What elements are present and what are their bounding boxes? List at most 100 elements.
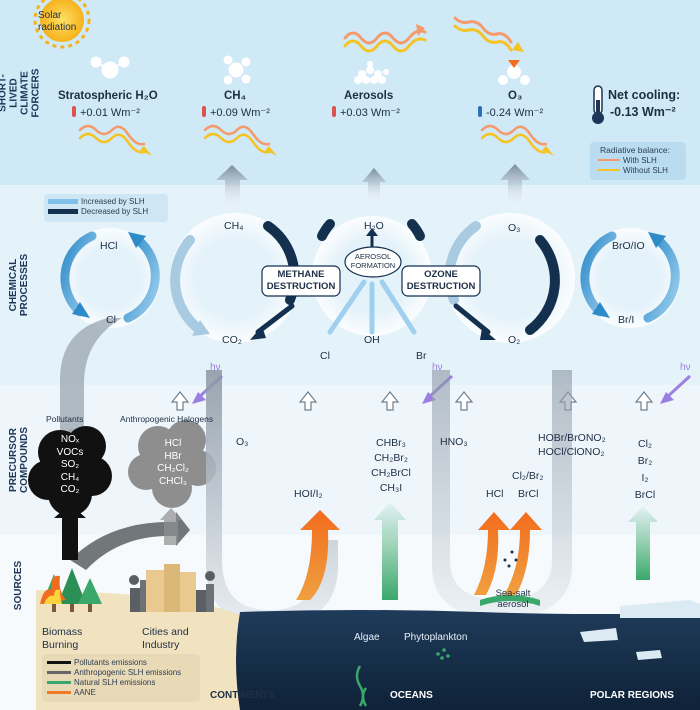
precursor-hcl: HCl (486, 488, 504, 500)
o3-u-band (206, 370, 338, 625)
biomass-burning-icon (40, 568, 102, 612)
phytoplankton-icon (436, 648, 450, 660)
chem-bro-io: BrO/IO (612, 240, 645, 252)
seaweed-icon (355, 665, 368, 707)
methane-destruction-badge (261, 265, 341, 297)
arrow-green-icon (47, 680, 71, 684)
forcer-aerosols-title: Aerosols (344, 90, 394, 102)
sun-icon (33, 0, 91, 49)
arrow-black-icon (47, 660, 71, 664)
chemistry-legend: Increased by SLH Decreased by SLH (44, 194, 168, 222)
ocean-halocarbons-list: CHBr₃ CH₂Br₂ CH₂BrCl CH₃I (371, 437, 411, 494)
chem-o2: O₂ (508, 334, 521, 346)
radiative-balance-legend: Radiative balance: With SLH Without SLH (590, 142, 686, 180)
hollow-up-arrows (170, 391, 654, 411)
pollutants-cloud (28, 426, 112, 516)
forcer-o3-title: O₃ (508, 90, 523, 102)
precursor-brcl: BrCl (518, 488, 539, 500)
bro-br-cycle-arrows (580, 231, 680, 323)
arrow-dark-blue-icon (48, 208, 78, 214)
legend-row-anthro: Anthropogenic SLH emissions (47, 667, 195, 677)
chem-h2o: H₂O (364, 220, 384, 232)
hv-label-3: hν (680, 362, 691, 373)
chem-br: Br (416, 350, 427, 362)
forcer-aerosols-value: +0.03 Wm⁻² (332, 106, 400, 119)
arrow-gray-icon (47, 670, 71, 674)
forcer-h2o-title: Stratospheric H₂O (58, 90, 158, 102)
thermometer-red-icon (72, 106, 76, 117)
precursor-o3: O₃ (236, 436, 249, 448)
phytoplankton-label: Phytoplankton (404, 632, 468, 643)
continents-label: CONTINENTS (210, 690, 275, 701)
sea-ice (580, 600, 700, 660)
outgoing-radiation-arrows (78, 124, 554, 156)
legend-row-pollutants: Pollutants emissions (47, 657, 195, 667)
sea-salt-label: Sea-salt aerosol (495, 588, 531, 610)
pollutants-title: Pollutants (46, 414, 84, 424)
wave-yellow-icon (598, 169, 620, 171)
thermometer-red-icon (202, 106, 206, 117)
precursor-hoi: HOI/I₂ (294, 488, 323, 500)
anthro-emission-band (70, 512, 190, 570)
wave-orange-icon (598, 159, 620, 161)
net-cooling-label: Net cooling: (608, 88, 681, 102)
thermometer-icon (592, 85, 604, 124)
aerosol-particles-icon (354, 61, 389, 84)
thermometer-blue-icon (478, 106, 482, 117)
precursor-hocl: HOCl/ClONO₂ (538, 446, 605, 458)
precursor-hno3: HNO₃ (440, 436, 468, 448)
aane-arrows (296, 510, 542, 606)
forcer-ch4-value: +0.09 Wm⁻² (202, 106, 270, 119)
ozone-destruction-badge (401, 265, 481, 297)
precursor-hobr: HOBr/BrONO₂ (538, 432, 606, 444)
h2o-molecule-icon (90, 56, 130, 79)
aerosol-formation-badge (344, 246, 402, 278)
precursor-cl2br2: Cl₂/Br₂ (512, 470, 544, 482)
chem-oh: OH (364, 334, 380, 346)
algae-label: Algae (354, 632, 380, 643)
aerosol-formation-label: AEROSOL FORMATION (350, 252, 396, 270)
hv-label-2: hν (432, 362, 443, 373)
forcers-band (0, 0, 700, 185)
ch4-molecule-icon (223, 55, 251, 85)
aerosol-formation-arrows (317, 219, 425, 335)
pollutants-list: NOₓ VOCs SO₂ CH₄ CO₂ (56, 434, 84, 495)
anthro-halogens-title: Anthropogenic Halogens (120, 414, 214, 424)
chem-cl: Cl (320, 350, 330, 362)
legend-row-increased: Increased by SLH (48, 196, 164, 206)
upward-transport-arrows (216, 164, 530, 212)
chem-hcl: HCl (100, 240, 118, 252)
hno3-u-band (432, 370, 572, 618)
source-legend: Pollutants emissions Anthropogenic SLH e… (42, 654, 200, 702)
cities-industry-label: Cities and Industry (142, 626, 189, 651)
radiative-legend-title: Radiative balance: (600, 145, 670, 155)
biomass-burning-label: Biomass Burning (42, 626, 83, 651)
solar-arrows (343, 16, 524, 53)
arrow-orange-icon (47, 690, 71, 694)
solar-radiation-label: Solar radiation (38, 10, 77, 33)
o3-molecule-icon (498, 60, 530, 85)
oceans-label: OCEANS (390, 690, 433, 701)
chem-co2: CO₂ (222, 334, 242, 346)
methane-destruction-label: METHANE DESTRUCTION (266, 269, 336, 292)
chem-br-i: Br/I (618, 314, 635, 326)
net-cooling-value: -0.13 Wm⁻² (610, 105, 676, 119)
hcl-cl-cycle-arrows (60, 231, 160, 323)
legend-row-with-slh: With SLH (598, 155, 682, 165)
polar-regions-label: POLAR REGIONS (590, 690, 674, 701)
legend-row-aane: AANE (47, 687, 195, 697)
legend-row-decreased: Decreased by SLH (48, 206, 164, 216)
polar-halogens-list: Cl₂ Br₂ I₂ BrCl (634, 438, 656, 501)
chem-ch4: CH₄ (224, 220, 244, 232)
legend-row-without-slh: Without SLH (598, 165, 682, 175)
forcer-ch4-title: CH₄ (224, 90, 247, 102)
forcer-o3-value: -0.24 Wm⁻² (478, 106, 543, 119)
thermometer-red-icon (332, 106, 336, 117)
chem-o3: O₃ (508, 222, 521, 234)
legend-row-natural: Natural SLH emissions (47, 677, 195, 687)
natural-emission-arrows (374, 502, 658, 600)
precursor-band (0, 385, 700, 535)
forcer-h2o-value: +0.01 Wm⁻² (72, 106, 140, 119)
